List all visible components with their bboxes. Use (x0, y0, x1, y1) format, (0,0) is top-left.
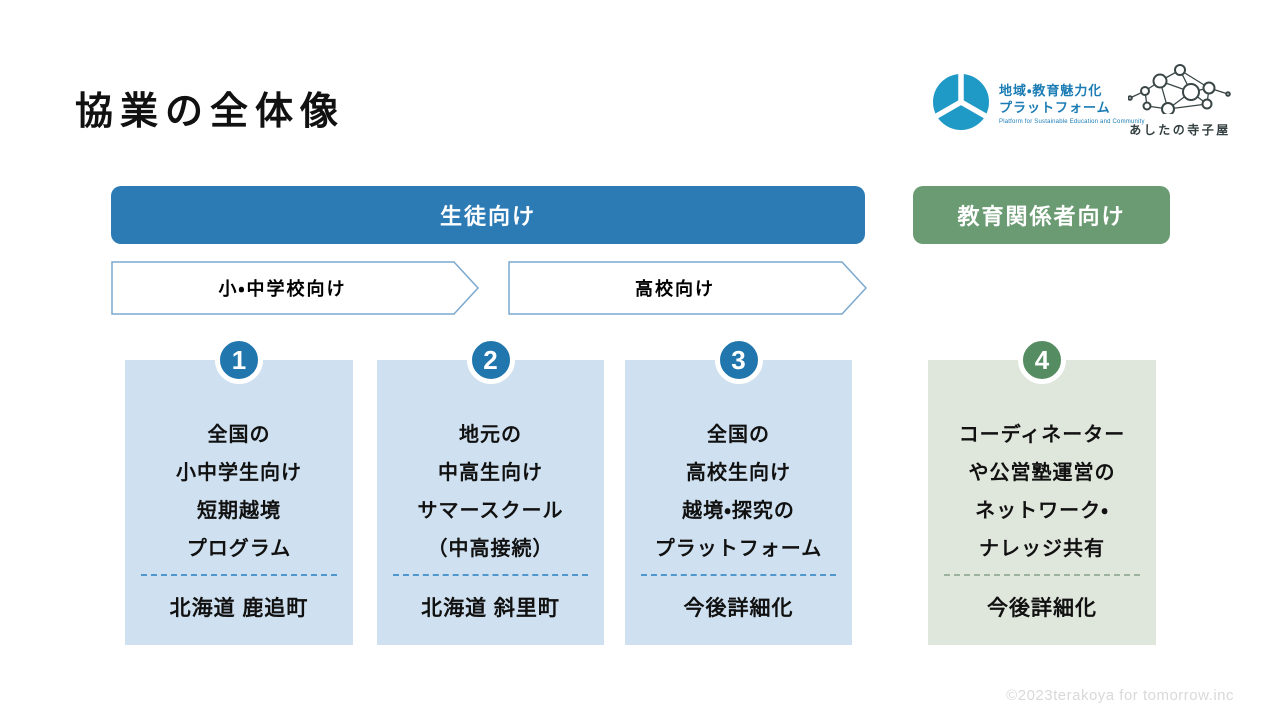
card-number-badge: 2 (466, 336, 515, 384)
card-number-badge: 4 (1018, 336, 1066, 384)
platform-logo: 地域・教育魅力化 プラットフォーム Platform for Sustainab… (933, 72, 1145, 135)
card-description-line: コーディネーター (958, 424, 1126, 446)
arrow-elementary-middle: 小・中学校向け (111, 261, 480, 315)
arrow-highschool: 高校向け (508, 261, 868, 315)
card-location: 北海道 鹿追町 (169, 597, 309, 620)
card-description-line: 短期越境 (197, 500, 281, 522)
dashed-divider (640, 574, 837, 576)
card-number-badge: 1 (215, 336, 263, 384)
card-description-line: 全国の (207, 424, 271, 446)
copyright-credit: ©2023terakoya for tomorrow.inc (1006, 687, 1234, 704)
card-location: 今後詳細化 (987, 597, 1097, 620)
card-description-line: や公営塾運営の (968, 462, 1116, 484)
platform-logo-line1: 地域・教育魅力化 (999, 83, 1103, 98)
card-location: 北海道 斜里町 (421, 597, 560, 620)
card-location: 今後詳細化 (683, 597, 794, 620)
card-description-line: ネットワーク・ (975, 500, 1109, 522)
platform-logo-tagline: Platform for Sustainable Education and C… (999, 119, 1145, 125)
banner-educators: 教育関係者向け (913, 186, 1170, 244)
card-description-line: 地元の (459, 424, 522, 446)
page-title: 協業の全体像 (75, 91, 346, 133)
card-number-badge: 3 (714, 336, 763, 384)
terakoya-logo: あしたの寺子屋 (1126, 62, 1234, 138)
card-description: 全国の 小中学生向け 短期越境 プログラム (125, 416, 353, 568)
dashed-divider (392, 574, 589, 576)
card-description: 全国の 高校生向け 越境・探究の プラットフォーム (625, 416, 852, 568)
card-network-knowledge: 4 コーディネーター や公営塾運営の ネットワーク・ ナレッジ共有 今後詳細化 (928, 336, 1156, 645)
arrow-highschool-label: 高校向け (635, 279, 715, 299)
card-short-term-program: 1 全国の 小中学生向け 短期越境 プログラム 北海道 鹿追町 (125, 336, 353, 645)
dashed-divider (943, 574, 1141, 576)
card-description-line: 全国の (707, 424, 770, 446)
network-graph-icon (1127, 64, 1232, 118)
card-description: コーディネーター や公営塾運営の ネットワーク・ ナレッジ共有 (928, 416, 1156, 568)
card-summer-school: 2 地元の 中高生向け サマースクール （中高接続） 北海道 斜里町 (377, 336, 604, 645)
card-description: 地元の 中高生向け サマースクール （中高接続） (377, 416, 604, 568)
card-description-line: 中高生向け (438, 462, 543, 484)
platform-tri-circle-icon (933, 72, 989, 135)
card-description-line: サマースクール (417, 500, 564, 522)
platform-logo-line2: プラットフォーム (999, 100, 1111, 115)
platform-logo-text: 地域・教育魅力化 プラットフォーム Platform for Sustainab… (999, 74, 1145, 125)
card-description-line: 越境・探究の (682, 500, 795, 522)
card-exploration-platform: 3 全国の 高校生向け 越境・探究の プラットフォーム 今後詳細化 (625, 336, 852, 645)
arrow-elementary-middle-label: 小・中学校向け (218, 279, 347, 299)
card-description-line: 小中学生向け (176, 462, 302, 484)
card-description-line: 高校生向け (686, 462, 791, 484)
card-description-line: プログラム (186, 538, 292, 560)
banner-students: 生徒向け (111, 186, 865, 244)
dashed-divider (140, 574, 338, 576)
card-description-line: ナレッジ共有 (979, 538, 1105, 560)
card-description-line: プラットフォーム (654, 538, 823, 560)
terakoya-logo-label: あしたの寺子屋 (1129, 123, 1231, 137)
card-description-line: （中高接続） (427, 538, 554, 560)
